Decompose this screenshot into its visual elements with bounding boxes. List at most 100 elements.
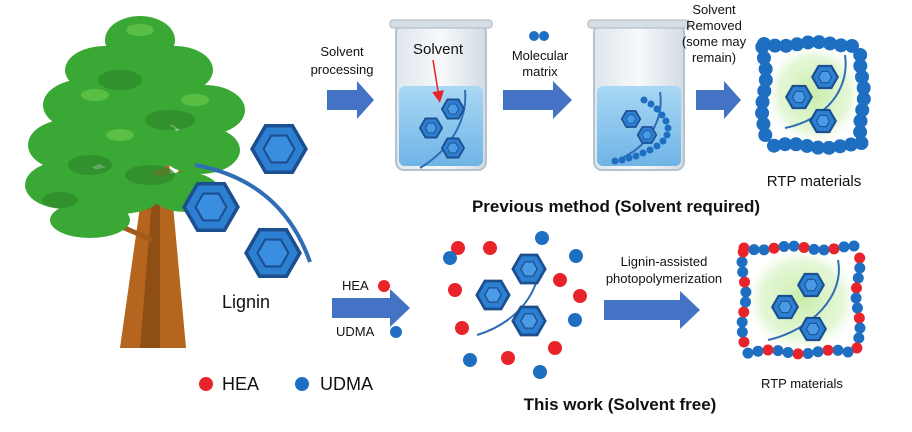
lignin-structure [181, 122, 312, 280]
border-particle [778, 137, 792, 152]
border-particle [742, 347, 754, 359]
rtp-material-bottom [736, 240, 866, 360]
hea-particle [448, 283, 462, 297]
copolymer-border [736, 240, 866, 360]
border-particle [853, 59, 868, 73]
border-particle [767, 138, 781, 153]
this-work-caption: This work (Solvent free) [524, 395, 717, 414]
border-particle [854, 322, 866, 334]
arrow-molecular-matrix [503, 81, 572, 119]
solvent-removed-label-line4: remain) [692, 50, 736, 65]
border-particle [756, 117, 771, 131]
solvent-processing-label-line1: Solvent [320, 44, 364, 59]
udma-particle [569, 249, 583, 263]
hea-particle [548, 341, 562, 355]
border-particle [853, 125, 868, 139]
solvent-pointer-arrow [432, 59, 444, 103]
border-particle [818, 244, 830, 256]
border-particle [737, 266, 749, 278]
molecular-matrix-dot-icon [539, 31, 549, 41]
border-particle [856, 92, 871, 106]
border-particle [854, 262, 866, 274]
border-particle [812, 346, 824, 358]
border-particle [768, 242, 780, 254]
hea-particle [451, 241, 465, 255]
border-particle [851, 342, 863, 354]
solvent-removed-label-line3: (some may [682, 34, 747, 49]
matrix-chain [611, 96, 672, 165]
border-particle [736, 326, 748, 338]
border-particle [855, 70, 870, 84]
hea-particle [553, 273, 567, 287]
border-particle [798, 241, 810, 253]
border-particle [736, 256, 748, 268]
border-particle [833, 139, 847, 154]
arrow-solvent-processing [327, 81, 374, 119]
border-particle [782, 347, 794, 359]
border-particle [811, 140, 825, 155]
solvent-processing-label-line2: processing [311, 62, 374, 77]
hea-inline-label: HEA [342, 278, 369, 293]
border-particle [738, 336, 750, 348]
border-particle [853, 48, 868, 62]
tree-illustration [25, 16, 245, 348]
border-particle [792, 348, 804, 360]
border-particle [838, 241, 850, 253]
border-particle [848, 240, 860, 252]
beaker-with-matrix [587, 19, 691, 171]
border-particle [828, 243, 840, 255]
monomer-mixture [443, 231, 587, 379]
border-particle [788, 240, 800, 252]
solvent-removed-label-line2: Removed [686, 18, 742, 33]
border-particle [768, 38, 782, 53]
border-particle [822, 140, 836, 155]
border-particle [855, 103, 870, 117]
border-particle [736, 316, 748, 328]
udma-inline-label: UDMA [336, 324, 375, 339]
udma-particle [533, 365, 547, 379]
border-particle [854, 252, 866, 264]
border-particle [850, 292, 862, 304]
border-particle [752, 345, 764, 357]
molecular-matrix-label-line2: matrix [522, 64, 558, 79]
border-particle [802, 348, 814, 360]
solvent-label: Solvent [413, 41, 464, 58]
border-particle [850, 282, 862, 294]
border-particle [801, 35, 815, 50]
border-particle [755, 106, 770, 120]
legend-udma-label: UDMA [320, 374, 373, 394]
hea-inline-dot-icon [378, 280, 390, 292]
border-particle [772, 345, 784, 357]
border-particle [762, 344, 774, 356]
beaker-with-solvent [389, 19, 493, 171]
udma-particle [463, 353, 477, 367]
arrow-photopolymerization [604, 291, 700, 329]
border-particle [758, 244, 770, 256]
border-particle [842, 346, 854, 358]
border-particle [822, 344, 834, 356]
molecular-matrix-label-line1: Molecular [512, 48, 569, 63]
hea-particle [573, 289, 587, 303]
rtp-material-top [755, 35, 871, 155]
border-particle [740, 296, 752, 308]
border-particle [755, 95, 770, 109]
legend-hea-label: HEA [222, 374, 259, 394]
border-particle [757, 84, 772, 98]
border-particle [758, 73, 773, 87]
lignin-label: Lignin [222, 292, 270, 312]
udma-particle [443, 251, 457, 265]
previous-method-caption: Previous method (Solvent required) [472, 197, 760, 216]
rtp-materials-bottom-label: RTP materials [761, 376, 843, 391]
border-particle [844, 137, 858, 152]
border-particle [740, 286, 752, 298]
border-particle [832, 344, 844, 356]
border-particle [755, 40, 770, 54]
border-particle [778, 240, 790, 252]
legend-hea-dot-icon [199, 377, 213, 391]
arrow-mixing [332, 289, 410, 327]
border-particle [823, 36, 837, 51]
hea-particle [455, 321, 469, 335]
hea-particle [483, 241, 497, 255]
border-particle [812, 35, 826, 50]
